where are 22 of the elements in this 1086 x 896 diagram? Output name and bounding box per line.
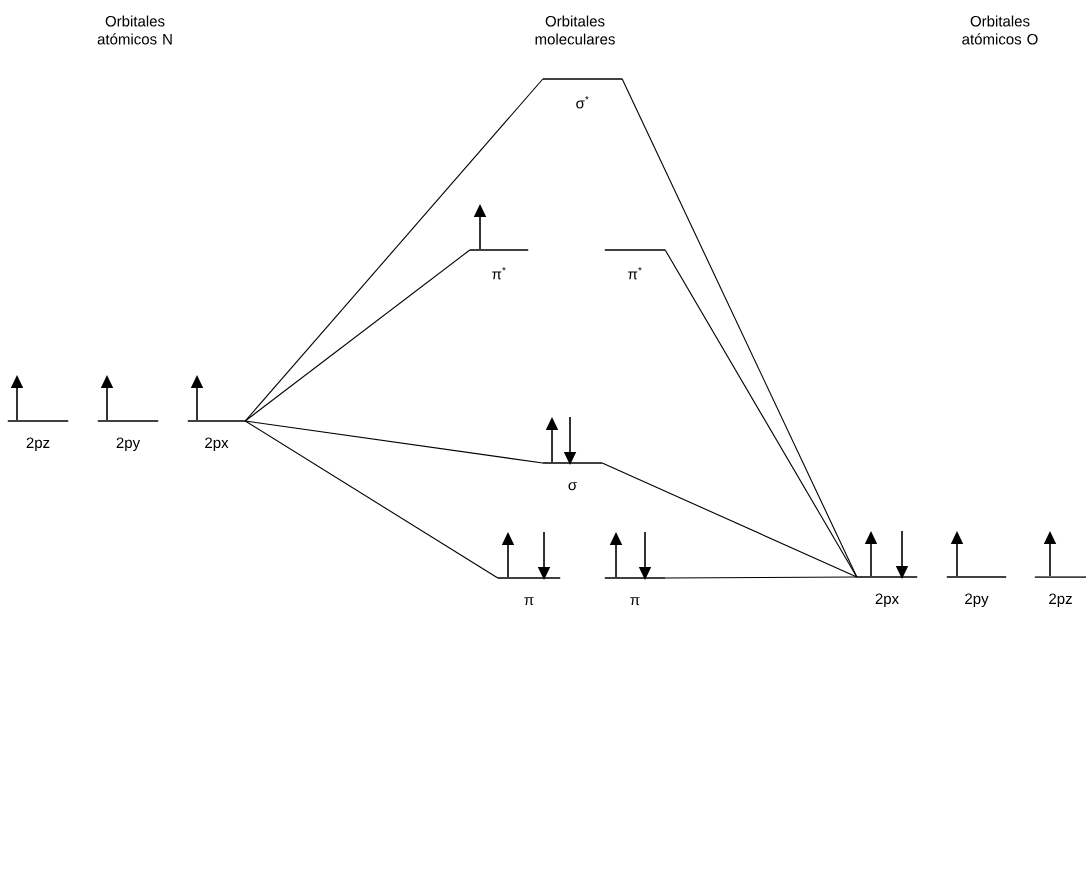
- energy-level: π$^{*}$: [604, 249, 666, 280]
- energy-level: π: [497, 577, 561, 606]
- correlation-line: [664, 249, 858, 578]
- energy-level: 2px: [187, 420, 246, 451]
- energy-level: π: [604, 577, 666, 606]
- energy-level: 2px: [856, 576, 918, 607]
- correlation-line: [244, 420, 499, 579]
- column-heading: Orbitales atómicos N: [97, 15, 172, 45]
- energy-level: 2py: [946, 576, 1007, 607]
- energy-level: σ: [542, 462, 603, 491]
- correlation-line: [244, 78, 544, 422]
- correlation-line: [244, 249, 471, 422]
- energy-level: 2pz: [1034, 576, 1086, 607]
- correlation-line: [664, 576, 858, 579]
- column-heading: Orbitales moleculares: [535, 15, 615, 45]
- energy-level: 2pz: [7, 420, 69, 451]
- energy-level: π$^{*}$: [469, 249, 529, 280]
- energy-level: σ$^{*}$: [542, 78, 623, 109]
- correlation-line: [244, 420, 544, 464]
- correlation-line: [601, 462, 858, 578]
- energy-level: 2py: [97, 420, 159, 451]
- column-heading: Orbitales atómicos O: [962, 15, 1038, 45]
